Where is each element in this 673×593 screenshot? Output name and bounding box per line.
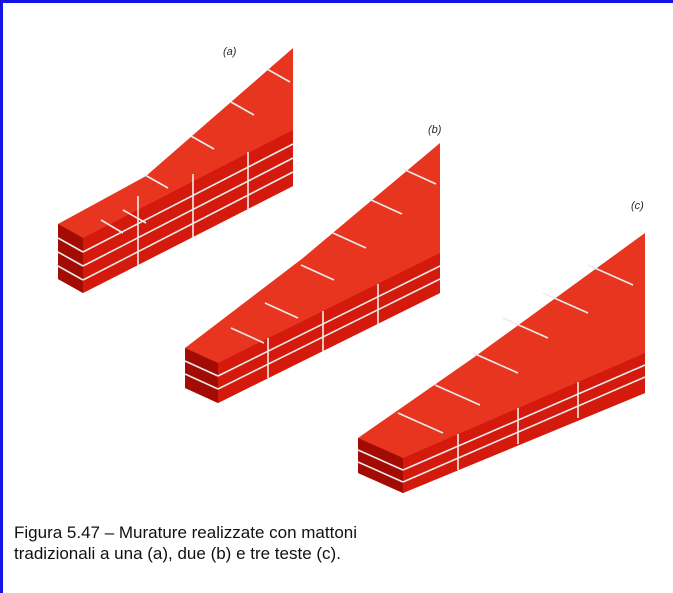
- wall-a-mortar: [57, 68, 294, 281]
- caption-line-1: Figura 5.47 – Murature realizzate con ma…: [14, 523, 358, 542]
- wall-a: (a): [57, 46, 294, 293]
- wall-b: (b): [184, 124, 442, 403]
- wall-a-label: (a): [223, 46, 237, 58]
- wall-c-label: (c): [631, 200, 644, 212]
- brick-wall-illustration: (a) (b): [57, 46, 646, 493]
- wall-b-side-face: [218, 253, 440, 403]
- wall-c-top-face: [358, 233, 645, 493]
- wall-c-side-face: [403, 353, 645, 493]
- wall-b-label: (b): [428, 124, 442, 136]
- caption-line-2: tradizionali a una (a), due (b) e tre te…: [14, 544, 341, 563]
- figure-caption: Figura 5.47 – Murature realizzate con ma…: [14, 522, 634, 564]
- wall-c: (c): [357, 200, 646, 493]
- wall-c-mortar: [357, 264, 646, 483]
- wall-b-mortar: [184, 168, 441, 390]
- wall-b-top-face: [185, 143, 440, 403]
- wall-c-front-face: [358, 438, 403, 493]
- wall-b-front-face: [185, 348, 218, 403]
